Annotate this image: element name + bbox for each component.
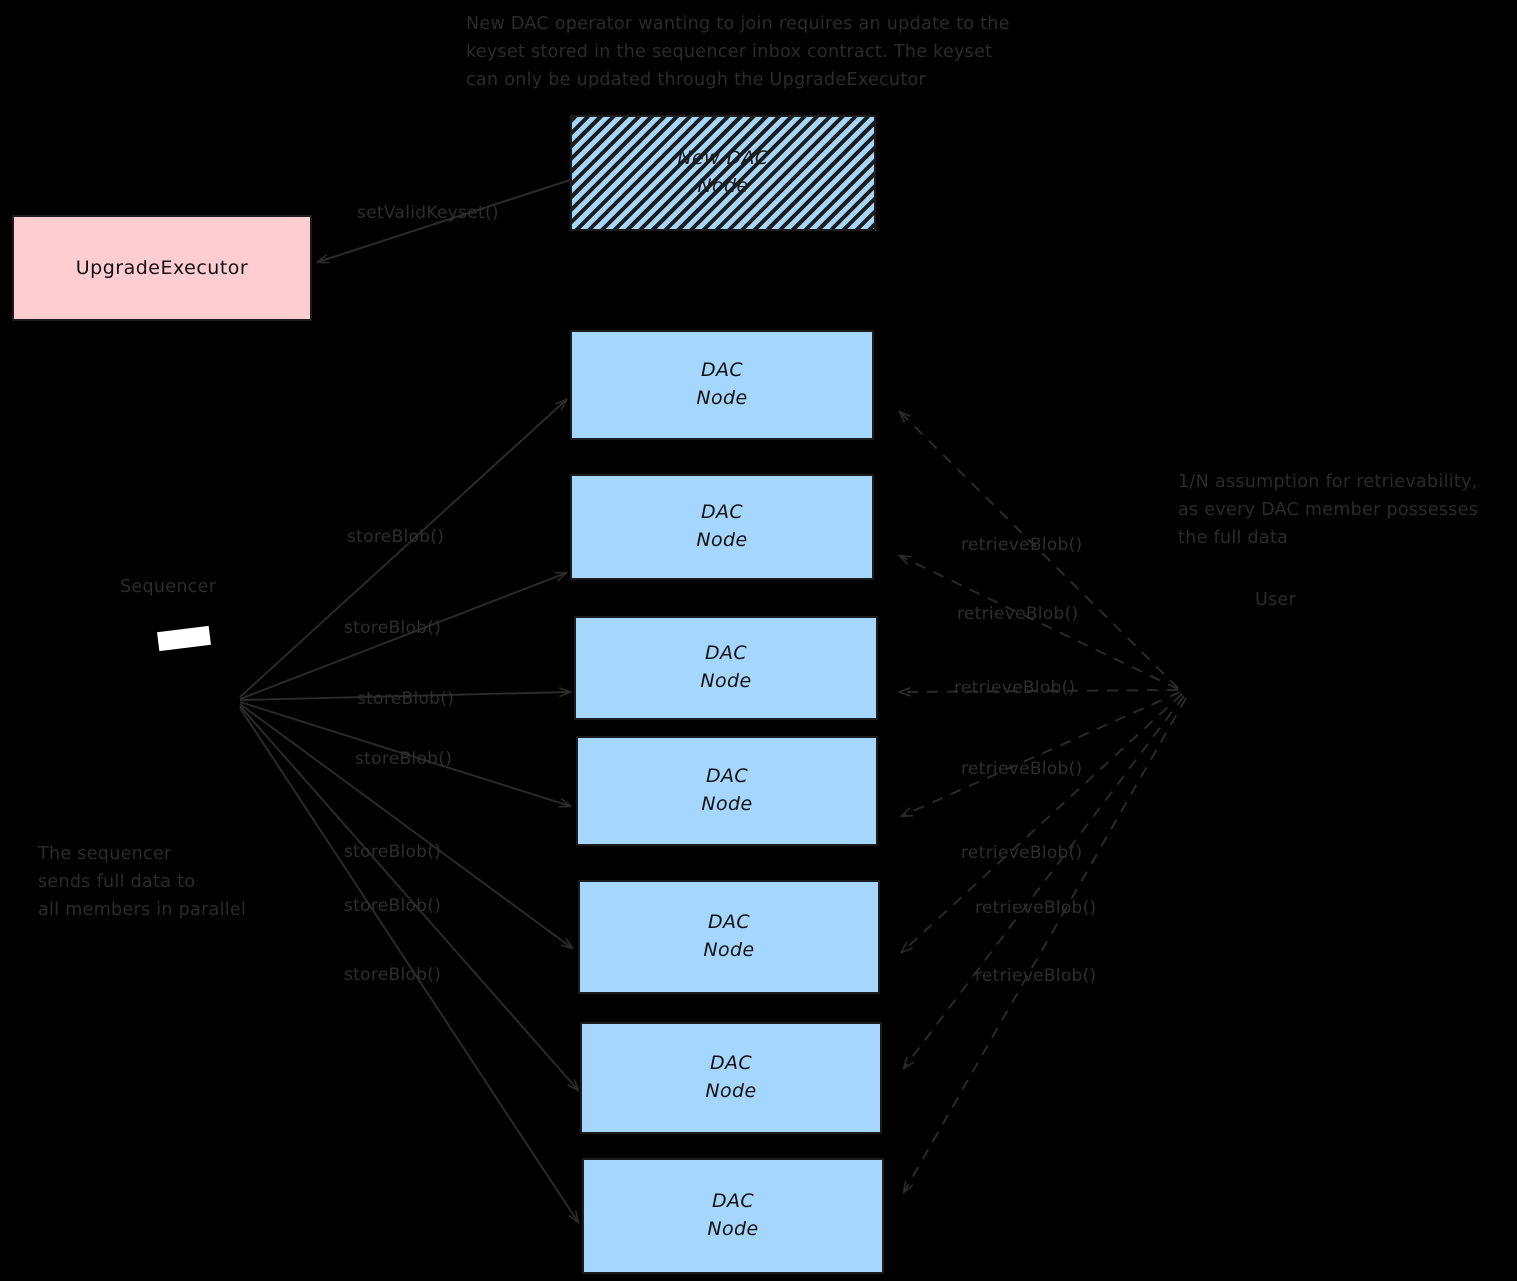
dac-node-label-line2: Node [701,793,753,815]
edge-label-store-blob-7: storeBlob() [344,965,442,985]
dac-node-label-line1: DAC [704,642,748,665]
edge-label-store-blob-4: storeBlob() [355,749,453,769]
dac-node-label-line2: Node [703,939,755,961]
edge-store-blob-5 [239,703,574,950]
dac-node-label-line1: DAC [709,1052,753,1075]
edge-label-retrieve-blob-5: retrieveBlob() [961,843,1083,863]
edge-retrieve-blob-5 [900,693,1183,954]
note-keyset-update: New DAC operator wanting to join require… [466,14,1010,90]
upgrade-executor-label: UpgradeExecutor [75,257,249,279]
note-retrievability-assumption: 1/N assumption for retrievability, as ev… [1178,472,1479,548]
edge-label-retrieve-blob-4: retrieveBlob() [961,759,1083,779]
dac-node-label-line2: Node [696,529,748,551]
sequencer-label: Sequencer [120,577,217,597]
new-dac-node-box[interactable]: New DAC Node [570,115,876,231]
edge-set-valid-keyset [316,179,571,264]
dac-node-box-6[interactable]: DAC Node [580,1022,882,1134]
edge-retrieve-blob-6 [902,695,1185,1070]
edge-store-blob-6 [239,705,580,1092]
note-sequencer-parallel: The sequencer sends full data to all mem… [38,844,247,920]
edge-label-retrieve-blob-3: retrieveBlob() [954,678,1076,698]
upgrade-executor-box[interactable]: UpgradeExecutor [12,215,312,321]
edge-retrieve-blob-3 [898,687,1179,697]
dac-node-label-line2: Node [705,1080,757,1102]
edge-label-store-blob-2: storeBlob() [344,618,442,638]
edge-store-blob-4 [239,701,572,808]
dac-node-label-line2: Node [696,387,748,409]
edge-label-store-blob-6: storeBlob() [344,896,442,916]
new-dac-node-label-line1: New DAC [677,147,769,170]
edge-retrieve-blob-7 [902,697,1187,1194]
dac-node-label-line2: Node [707,1218,759,1240]
edge-store-blob-1 [239,398,568,698]
dac-node-label-line1: DAC [705,765,749,788]
edge-label-store-blob-5: storeBlob() [344,842,442,862]
dac-node-box-3[interactable]: DAC Node [574,616,878,720]
edge-label-retrieve-blob-1: retrieveBlob() [961,535,1083,555]
dac-node-label-line1: DAC [700,501,744,524]
edge-label-set-valid-keyset: setValidKeyset() [357,203,499,223]
edge-store-blob-7 [239,707,580,1224]
edge-label-retrieve-blob-7: retrieveBlob() [975,966,1097,986]
dac-node-box-5[interactable]: DAC Node [578,880,880,994]
edge-label-store-blob-1: storeBlob() [347,527,445,547]
edge-label-retrieve-blob-6: retrieveBlob() [975,898,1097,918]
dac-node-box-4[interactable]: DAC Node [576,736,878,846]
edge-label-store-blob-3: storeBlob() [357,689,455,709]
dac-node-box-7[interactable]: DAC Node [582,1158,884,1274]
dac-node-label-line1: DAC [707,911,751,934]
user-label: User [1255,590,1297,610]
dac-node-box-2[interactable]: DAC Node [570,474,874,580]
dac-node-label-line2: Node [700,670,752,692]
edge-retrieve-blob-4 [900,691,1181,818]
dac-node-label-line1: DAC [700,359,744,382]
edge-label-retrieve-blob-2: retrieveBlob() [957,604,1079,624]
dac-node-box-1[interactable]: DAC Node [570,330,874,440]
edge-store-blob-2 [239,571,568,700]
edge-retrieve-blob-1 [898,410,1179,689]
edge-store-blob-3 [239,687,572,701]
dac-node-label-line1: DAC [711,1190,755,1213]
new-dac-node-label-line2: Node [697,175,749,197]
